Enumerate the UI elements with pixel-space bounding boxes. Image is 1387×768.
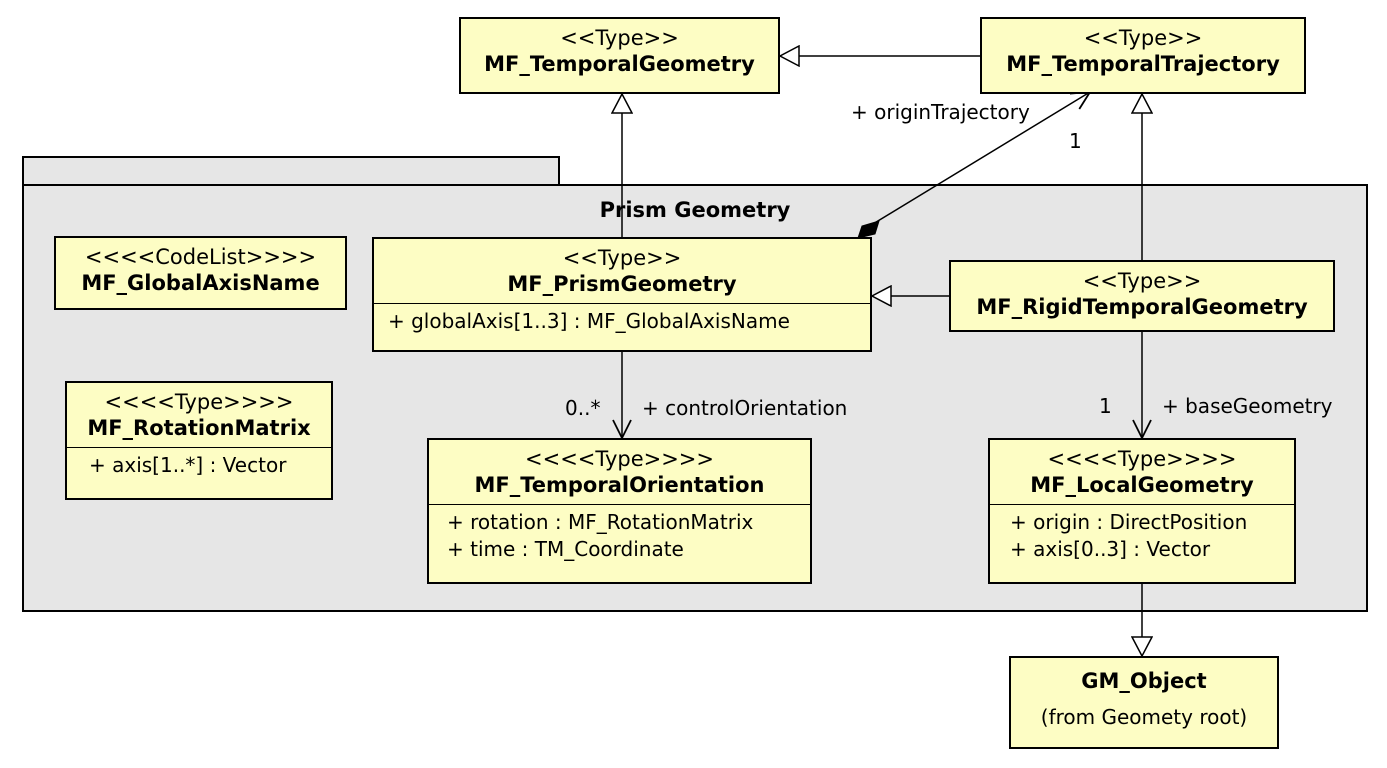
base-geometry-role: + baseGeometry xyxy=(1162,394,1333,418)
stereotype: <<<<Type>>>> xyxy=(104,390,294,414)
composition-diamond xyxy=(857,220,880,239)
class-mf-temporal-geometry[interactable]: <<Type>> MF_TemporalGeometry xyxy=(459,17,780,94)
class-name: MF_TemporalGeometry xyxy=(484,52,755,76)
attributes-compartment: + origin : DirectPosition + axis[0..3] :… xyxy=(990,504,1294,563)
attribute: + axis[1..*] : Vector xyxy=(89,453,287,477)
class-mf-temporal-orientation[interactable]: <<<<Type>>>> MF_TemporalOrientation + ro… xyxy=(427,438,812,584)
origin-trajectory-role: + originTrajectory xyxy=(851,100,1030,124)
class-gm-object[interactable]: GM_Object (from Geomety root) xyxy=(1009,656,1279,749)
stereotype: <<<<CodeList>>>> xyxy=(84,245,317,269)
class-name: MF_LocalGeometry xyxy=(1030,473,1254,497)
attribute: + axis[0..3] : Vector xyxy=(1010,537,1211,561)
stereotype: <<Type>> xyxy=(562,246,682,270)
class-name: GM_Object xyxy=(1081,669,1207,693)
stereotype: <<Type>> xyxy=(1082,269,1202,293)
class-mf-global-axis-name[interactable]: <<<<CodeList>>>> MF_GlobalAxisName xyxy=(54,236,347,310)
class-name: MF_PrismGeometry xyxy=(507,272,737,296)
attribute: + globalAxis[1..3] : MF_GlobalAxisName xyxy=(388,309,790,333)
package-tab xyxy=(22,156,560,184)
stereotype: <<<<Type>>>> xyxy=(1047,447,1237,471)
class-name: MF_TemporalOrientation xyxy=(474,473,765,497)
class-name: MF_RigidTemporalGeometry xyxy=(976,295,1308,319)
class-mf-rotation-matrix[interactable]: <<<<Type>>>> MF_RotationMatrix + axis[1.… xyxy=(65,381,333,500)
attribute: + origin : DirectPosition xyxy=(1010,510,1248,534)
stereotype: <<<<Type>>>> xyxy=(525,447,714,471)
class-name: MF_RotationMatrix xyxy=(87,416,311,440)
class-mf-prism-geometry[interactable]: <<Type>> MF_PrismGeometry + globalAxis[1… xyxy=(372,237,872,352)
package-name: Prism Geometry xyxy=(599,198,791,222)
attributes-compartment: + globalAxis[1..3] : MF_GlobalAxisName xyxy=(374,303,870,335)
class-name: MF_GlobalAxisName xyxy=(81,271,320,295)
class-mf-temporal-trajectory[interactable]: <<Type>> MF_TemporalTrajectory xyxy=(980,17,1306,94)
class-mf-rigid-temporal-geometry[interactable]: <<Type>> MF_RigidTemporalGeometry xyxy=(949,260,1335,332)
class-note: (from Geomety root) xyxy=(1040,705,1248,729)
attribute: + time : TM_Coordinate xyxy=(447,537,684,561)
stereotype: <<Type>> xyxy=(1083,26,1203,50)
base-geometry-multiplicity: 1 xyxy=(1099,394,1112,418)
stereotype: <<Type>> xyxy=(560,26,679,50)
control-orientation-multiplicity: 0..* xyxy=(565,396,601,420)
origin-trajectory-multiplicity: 1 xyxy=(1069,129,1082,153)
attributes-compartment: + rotation : MF_RotationMatrix + time : … xyxy=(429,504,810,563)
class-name: MF_TemporalTrajectory xyxy=(1006,52,1280,76)
attribute: + rotation : MF_RotationMatrix xyxy=(447,510,754,534)
attributes-compartment: + axis[1..*] : Vector xyxy=(67,447,331,479)
control-orientation-role: + controlOrientation xyxy=(642,396,848,420)
class-mf-local-geometry[interactable]: <<<<Type>>>> MF_LocalGeometry + origin :… xyxy=(988,438,1296,584)
composition-origin-trajectory xyxy=(862,92,1090,231)
